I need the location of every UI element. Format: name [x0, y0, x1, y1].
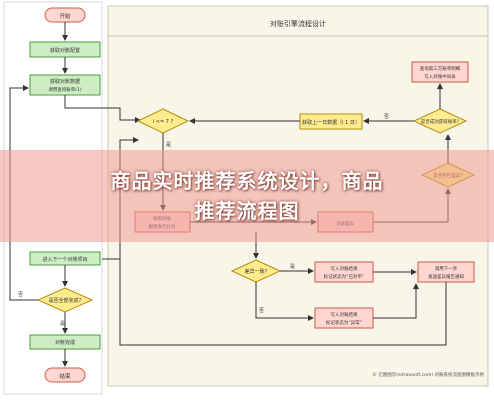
main-decision-yes: 是 [166, 142, 171, 148]
query-detail-node [411, 61, 469, 83]
result-err-label: 写入对账结果 [331, 311, 358, 318]
all-done-label: 是否全部完成? [49, 297, 82, 304]
edge-loop-back [119, 137, 447, 346]
banner-line-1: 商品实时推荐系统设计，商品 [110, 169, 384, 193]
main-decision-label: i <= 7 ? [153, 119, 174, 125]
result-ok-label: 写入对账结果 [331, 265, 358, 272]
fetch-decision-no: 否 [384, 114, 389, 120]
all-done-yes-label: 是 [60, 321, 65, 327]
fetch-decision-label: 是否成功获取账单? [421, 118, 460, 125]
all-done-no-label: 否 [18, 292, 23, 298]
end-label: 结束 [59, 372, 71, 380]
init-config-label: 获取对账配置 [50, 47, 80, 54]
diff-decision-label: 差异一致? [245, 268, 268, 275]
edge-diff-result2 [255, 282, 314, 321]
task-done-label: 对账完成 [55, 339, 75, 346]
edge-fetch-decision [64, 95, 141, 123]
start-label: 开始 [59, 12, 71, 20]
fetch-bill-label: 获取对账数据 [50, 78, 80, 85]
fetch-bill-sublabel: 调用查询账单(1) [48, 86, 82, 93]
end-node [44, 367, 86, 383]
banner-line-2: 推荐流程图 [194, 199, 300, 223]
diff-decision-yes: 是 [290, 264, 295, 270]
notify-sublabel: 发送差异报告通知 [428, 273, 464, 280]
result-err-sublabel: 标记状态为“异常” [326, 319, 362, 326]
watermark: © 亿图图示(edrawsoft.com) 对账系统流程图模板示例 [372, 371, 484, 378]
diff-decision-no: 否 [259, 308, 264, 314]
title-banner [0, 150, 494, 242]
query-detail-sublabel: 写入对账中间表 [424, 73, 456, 80]
fetch-decision [412, 108, 468, 134]
diagram-title: 对账引擎流程设计 [270, 19, 326, 28]
edge-result2-notify [373, 283, 419, 319]
result-ok-sublabel: 标记状态为“已对平” [324, 273, 365, 280]
notify-label: 调用下一步 [435, 265, 458, 272]
query-detail-label: 查询第三方账单明细 [420, 65, 461, 72]
next-task-label: 进入下一个对账项目 [42, 256, 87, 263]
banner-title: 商品实时推荐系统设计，商品 推荐流程图 [0, 166, 494, 226]
next-day-label: 获取上一日数据（i 1 日） [302, 119, 360, 126]
